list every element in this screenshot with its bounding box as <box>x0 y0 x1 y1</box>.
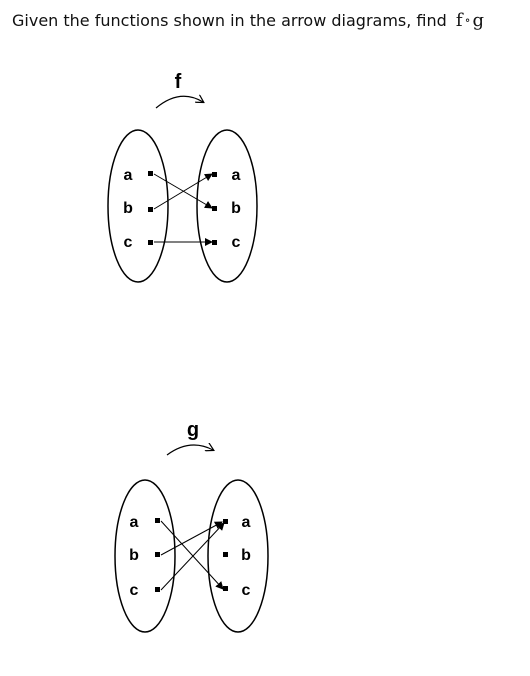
domain-element-b: b <box>129 547 139 564</box>
arrow-b-to-a <box>153 173 213 210</box>
codomain-element-a: a <box>242 514 251 531</box>
codomain-element-b: b <box>241 547 251 564</box>
domain-point-c <box>148 240 153 245</box>
compose-operator: ∘ <box>464 13 471 27</box>
codomain-ellipse-g <box>207 479 269 633</box>
domain-element-a: a <box>124 167 133 184</box>
domain-point-c <box>155 587 160 592</box>
mapping-curve-arrow-g <box>166 445 213 456</box>
question-prompt: Given the functions shown in the arrow d… <box>12 11 447 30</box>
codomain-point-b <box>223 552 228 557</box>
arrow-c-to-a <box>160 522 225 591</box>
codomain-element-c: c <box>232 234 241 251</box>
codomain-ellipse-f <box>196 129 258 283</box>
domain-element-c: c <box>124 234 133 251</box>
composition-g: g <box>472 10 484 31</box>
domain-ellipse-f <box>107 129 169 283</box>
arrow-a-to-c <box>160 520 224 590</box>
diagram-g: g a b c a b c <box>114 419 269 633</box>
diagram-f: f a b c a b c <box>107 71 258 283</box>
codomain-element-b: b <box>231 200 241 217</box>
codomain-point-b <box>212 206 217 211</box>
domain-element-a: a <box>130 514 139 531</box>
codomain-element-a: a <box>232 167 241 184</box>
arrow-b-to-a <box>160 521 223 556</box>
composition-expression: f∘g <box>456 10 484 31</box>
domain-ellipse-g <box>114 479 176 633</box>
domain-element-c: c <box>130 582 139 599</box>
codomain-point-a <box>212 172 217 177</box>
mapping-curve-arrow-f <box>155 96 203 109</box>
domain-point-b <box>148 207 153 212</box>
domain-element-b: b <box>123 200 133 217</box>
function-label-g: g <box>187 419 199 441</box>
codomain-point-c <box>212 240 217 245</box>
question-text: Given the functions shown in the arrow d… <box>12 10 522 31</box>
domain-point-b <box>155 552 160 557</box>
codomain-element-c: c <box>242 582 251 599</box>
domain-point-a <box>148 171 153 176</box>
composition-f: f <box>455 10 463 31</box>
codomain-point-a <box>223 519 228 524</box>
function-label-f: f <box>175 71 182 93</box>
domain-point-a <box>155 518 160 523</box>
codomain-point-c <box>223 586 228 591</box>
